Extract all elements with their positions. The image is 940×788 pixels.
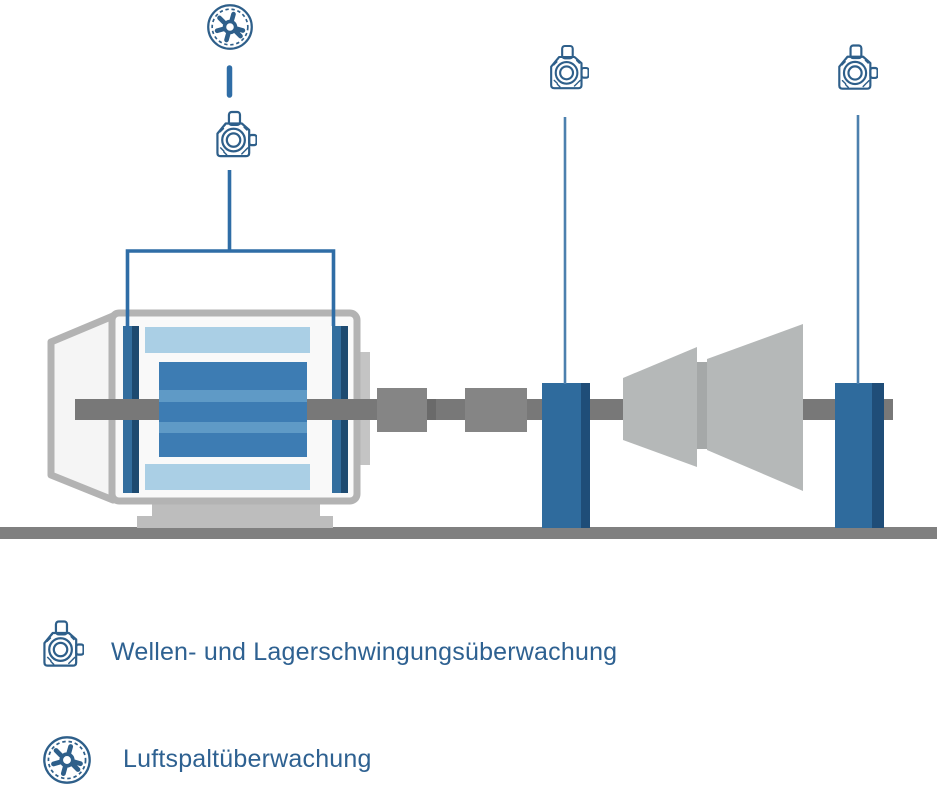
air-gap-sensor-icon	[208, 5, 252, 49]
legend-label-air-gap: Luftspaltüberwachung	[123, 745, 372, 773]
motor-foot-upper	[152, 502, 320, 518]
turbine-stage-1	[623, 347, 697, 467]
vibration-sensor-icon-motor	[216, 110, 257, 158]
legend-vibration-sensor-icon	[43, 620, 84, 667]
legend-air-gap-sensor-icon	[44, 737, 89, 782]
motor-foot-base	[137, 516, 333, 528]
ground-line	[0, 527, 937, 539]
vibration-sensor-icon-left	[550, 44, 589, 90]
vibration-sensor-icon-right	[838, 44, 878, 90]
rotor-stripe-2	[159, 422, 307, 433]
bearing-pedestal-right	[835, 383, 872, 528]
turbine-connector	[697, 362, 707, 449]
legend-label-vibration: Wellen- und Lagerschwingungsüberwachung	[111, 638, 618, 666]
bearing-pedestal-right-shadow	[872, 383, 884, 528]
coupling-2	[465, 388, 527, 432]
rotor-core	[159, 362, 307, 457]
shaft-spacer	[427, 399, 436, 420]
rotor-stripe-1	[159, 390, 307, 402]
stator-band-top	[145, 327, 310, 353]
bearing-pedestal-left-shadow	[581, 383, 590, 528]
turbine-stage-2	[707, 324, 803, 491]
motor-sensor-bracket	[125, 249, 336, 330]
stator-band-bottom	[145, 464, 310, 490]
coupling-1	[377, 388, 427, 432]
bearing-pedestal-left	[542, 383, 581, 528]
